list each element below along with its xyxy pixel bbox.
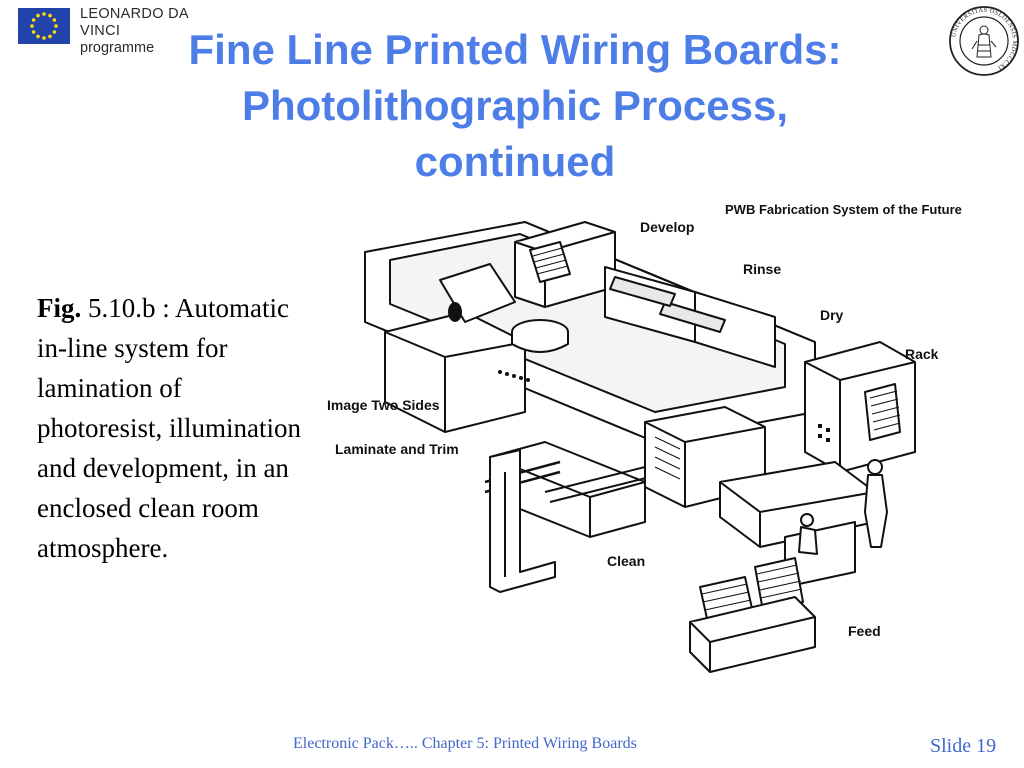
diagram-heading: PWB Fabrication System of the Future xyxy=(725,202,962,217)
label-dry: Dry xyxy=(820,307,844,323)
label-rack: Rack xyxy=(905,346,939,362)
figure-label: Fig. xyxy=(37,293,82,323)
label-laminate-and-trim: Laminate and Trim xyxy=(335,441,459,457)
slide-number: Slide 19 xyxy=(930,735,997,757)
university-seal-icon: UNIVERSITAS OSLOENSIS MDCCCXI xyxy=(949,6,1019,76)
title-line-3: continued xyxy=(414,138,616,185)
pwb-fabrication-diagram: PWB Fabrication System of the Future Dev… xyxy=(327,202,962,673)
title-line-1: Fine Line Printed Wiring Boards: xyxy=(188,26,842,73)
eu-flag-icon xyxy=(18,8,70,44)
label-image-two-sides: Image Two Sides xyxy=(327,397,440,413)
programme-logo: LEONARDO DA VINCI programme xyxy=(80,6,230,57)
slide-title: Fine Line Printed Wiring Boards: Photoli… xyxy=(60,22,970,190)
label-develop: Develop xyxy=(640,219,694,235)
figure-caption: Fig. 5.10.b : Automatic in-line system f… xyxy=(37,288,307,568)
label-rinse: Rinse xyxy=(743,261,781,277)
title-line-2: Photolithographic Process, xyxy=(241,82,789,129)
programme-label: programme xyxy=(80,40,155,56)
label-clean: Clean xyxy=(607,553,645,569)
figure-caption-text: 5.10.b : Automatic in-line system for la… xyxy=(37,293,301,563)
programme-name: LEONARDO DA VINCI xyxy=(80,6,189,39)
label-feed: Feed xyxy=(848,623,881,639)
footer-chapter: Electronic Pack….. Chapter 5: Printed Wi… xyxy=(293,735,637,752)
